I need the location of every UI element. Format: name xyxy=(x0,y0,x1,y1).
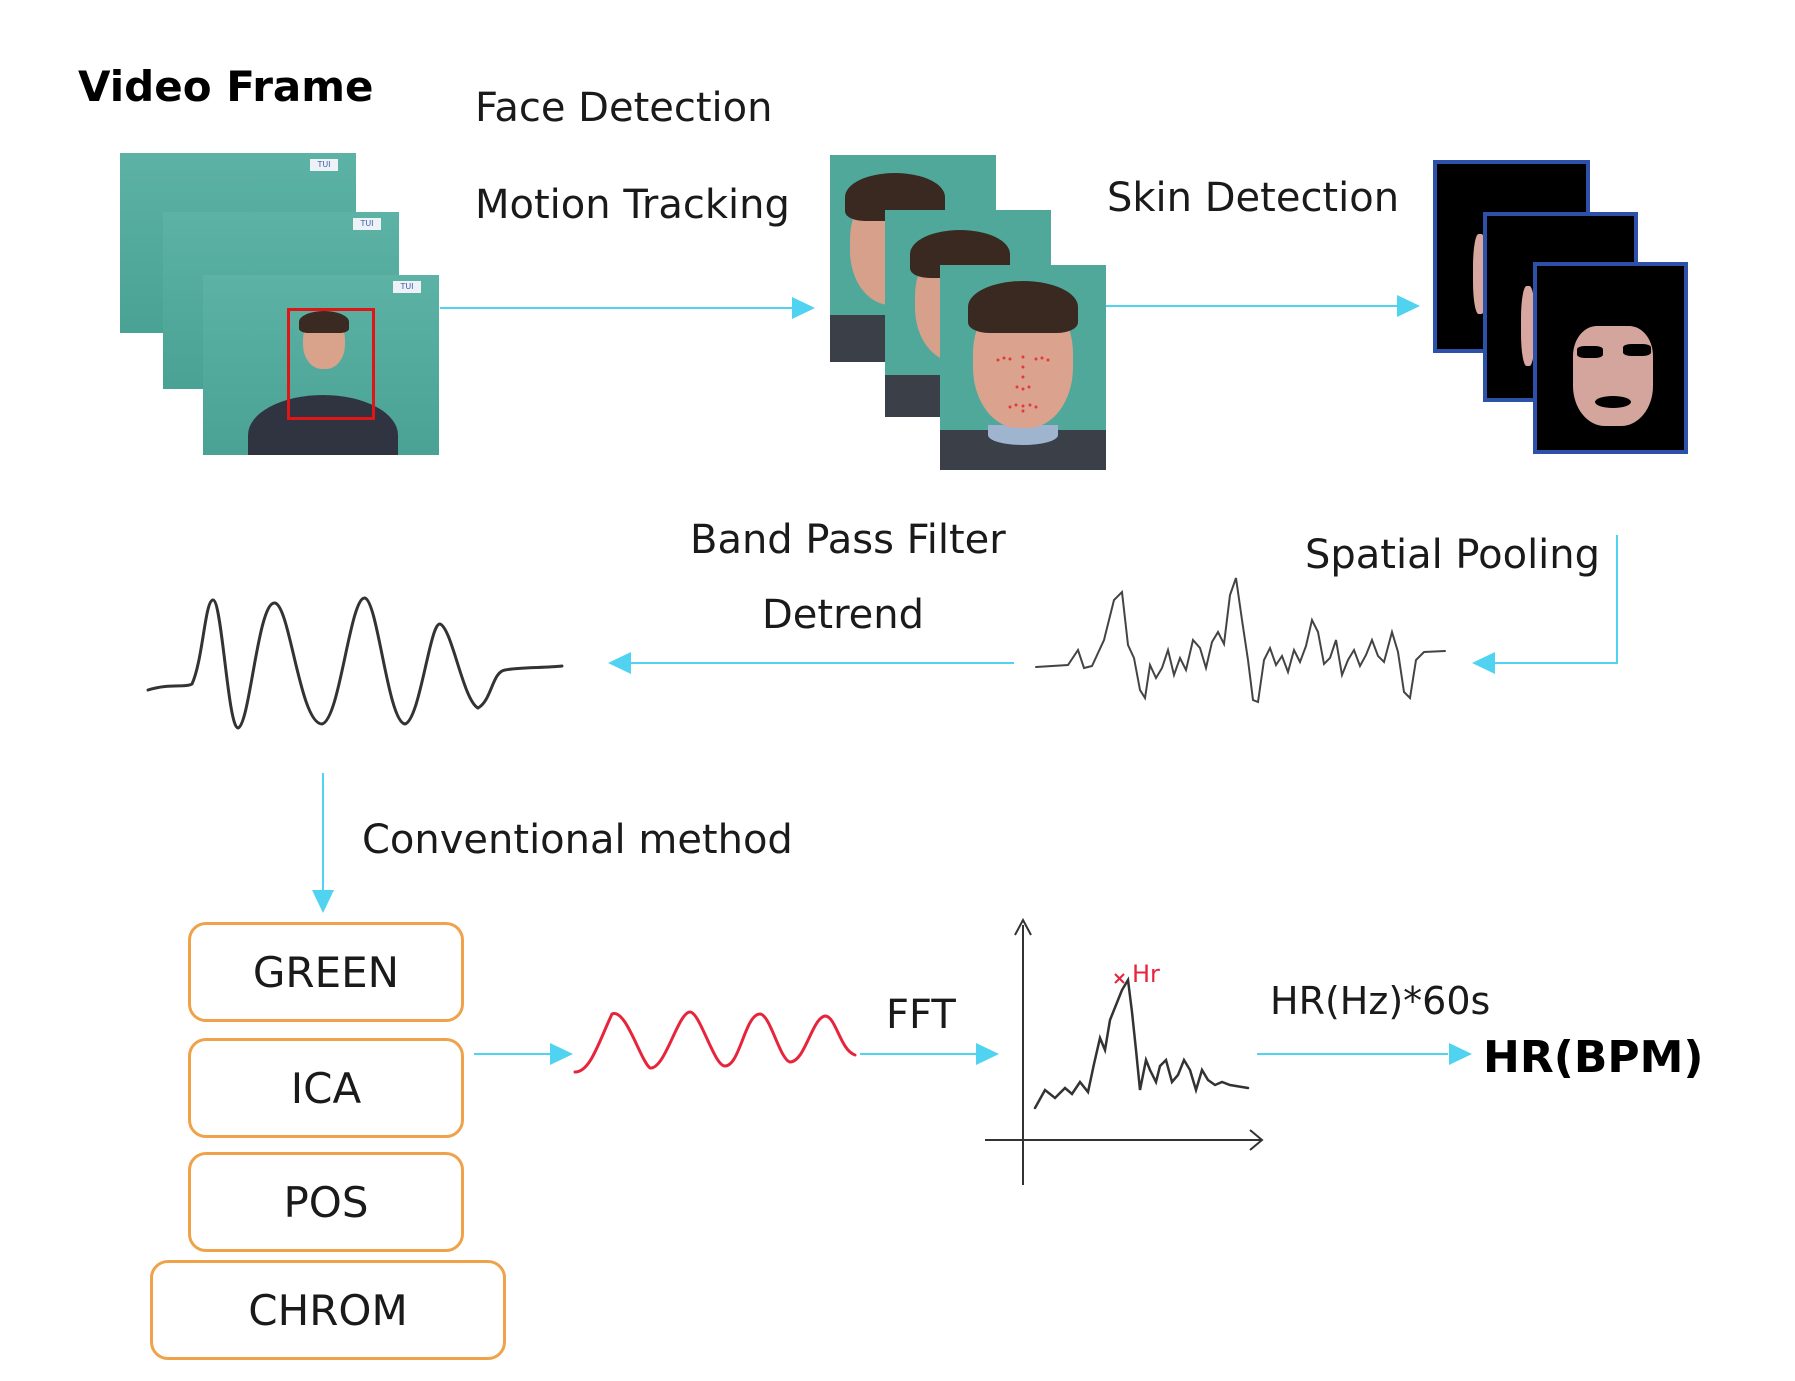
face-hair xyxy=(968,281,1078,333)
face-detection-label: Face Detection xyxy=(475,85,773,131)
method-green: GREEN xyxy=(188,922,464,1022)
tui-badge-icon: TUI xyxy=(353,218,381,230)
spectrum-axes xyxy=(985,917,1264,1185)
arrowhead xyxy=(792,297,815,319)
method-ica: ICA xyxy=(188,1038,464,1138)
arrowhead xyxy=(312,890,334,913)
fft-label: FFT xyxy=(886,992,956,1038)
skin-mask-3 xyxy=(1533,262,1688,454)
filtered-signal xyxy=(146,596,564,730)
skin-region xyxy=(1521,286,1535,366)
skin-eye-hole xyxy=(1577,346,1603,358)
conventional-method-label: Conventional method xyxy=(362,817,793,863)
hr-bpm-label: HR(BPM) xyxy=(1483,1032,1704,1083)
tui-badge-icon: TUI xyxy=(393,281,421,293)
hr-peak-marker xyxy=(1114,973,1125,984)
skin-face xyxy=(1573,326,1653,426)
arrowhead xyxy=(608,652,631,674)
hr-peak-label: Hr xyxy=(1132,960,1160,988)
face-detection-box xyxy=(287,308,375,420)
arrowhead xyxy=(1397,295,1420,317)
skin-eye-hole xyxy=(1623,344,1651,356)
pooled-signal xyxy=(1035,577,1446,704)
arrowhead xyxy=(1449,1043,1472,1065)
method-pos: POS xyxy=(188,1152,464,1252)
spectrum-curve xyxy=(1033,976,1250,1110)
method-chrom: CHROM xyxy=(150,1260,506,1360)
person-hair xyxy=(299,311,349,333)
detrend-label: Detrend xyxy=(762,592,925,638)
tui-badge-icon: TUI xyxy=(310,159,338,171)
face-landmarks xyxy=(996,355,1050,413)
arrow-masks-to-pooling xyxy=(1490,535,1618,664)
skin-mouth-hole xyxy=(1595,396,1631,408)
skin-detection-label: Skin Detection xyxy=(1107,175,1400,221)
video-frame-title: Video Frame xyxy=(78,62,374,111)
arrowhead xyxy=(1472,652,1495,674)
video-frame-3: TUI xyxy=(203,275,439,455)
tracked-face-3 xyxy=(940,265,1106,470)
rppg-signal xyxy=(573,1010,857,1074)
face-collar xyxy=(988,425,1058,445)
motion-tracking-label: Motion Tracking xyxy=(475,182,790,228)
arrowhead xyxy=(976,1043,999,1065)
band-pass-filter-label: Band Pass Filter xyxy=(690,517,1006,563)
hr-formula-label: HR(Hz)*60s xyxy=(1270,979,1491,1023)
arrowhead xyxy=(550,1043,573,1065)
spatial-pooling-label: Spatial Pooling xyxy=(1305,532,1601,578)
